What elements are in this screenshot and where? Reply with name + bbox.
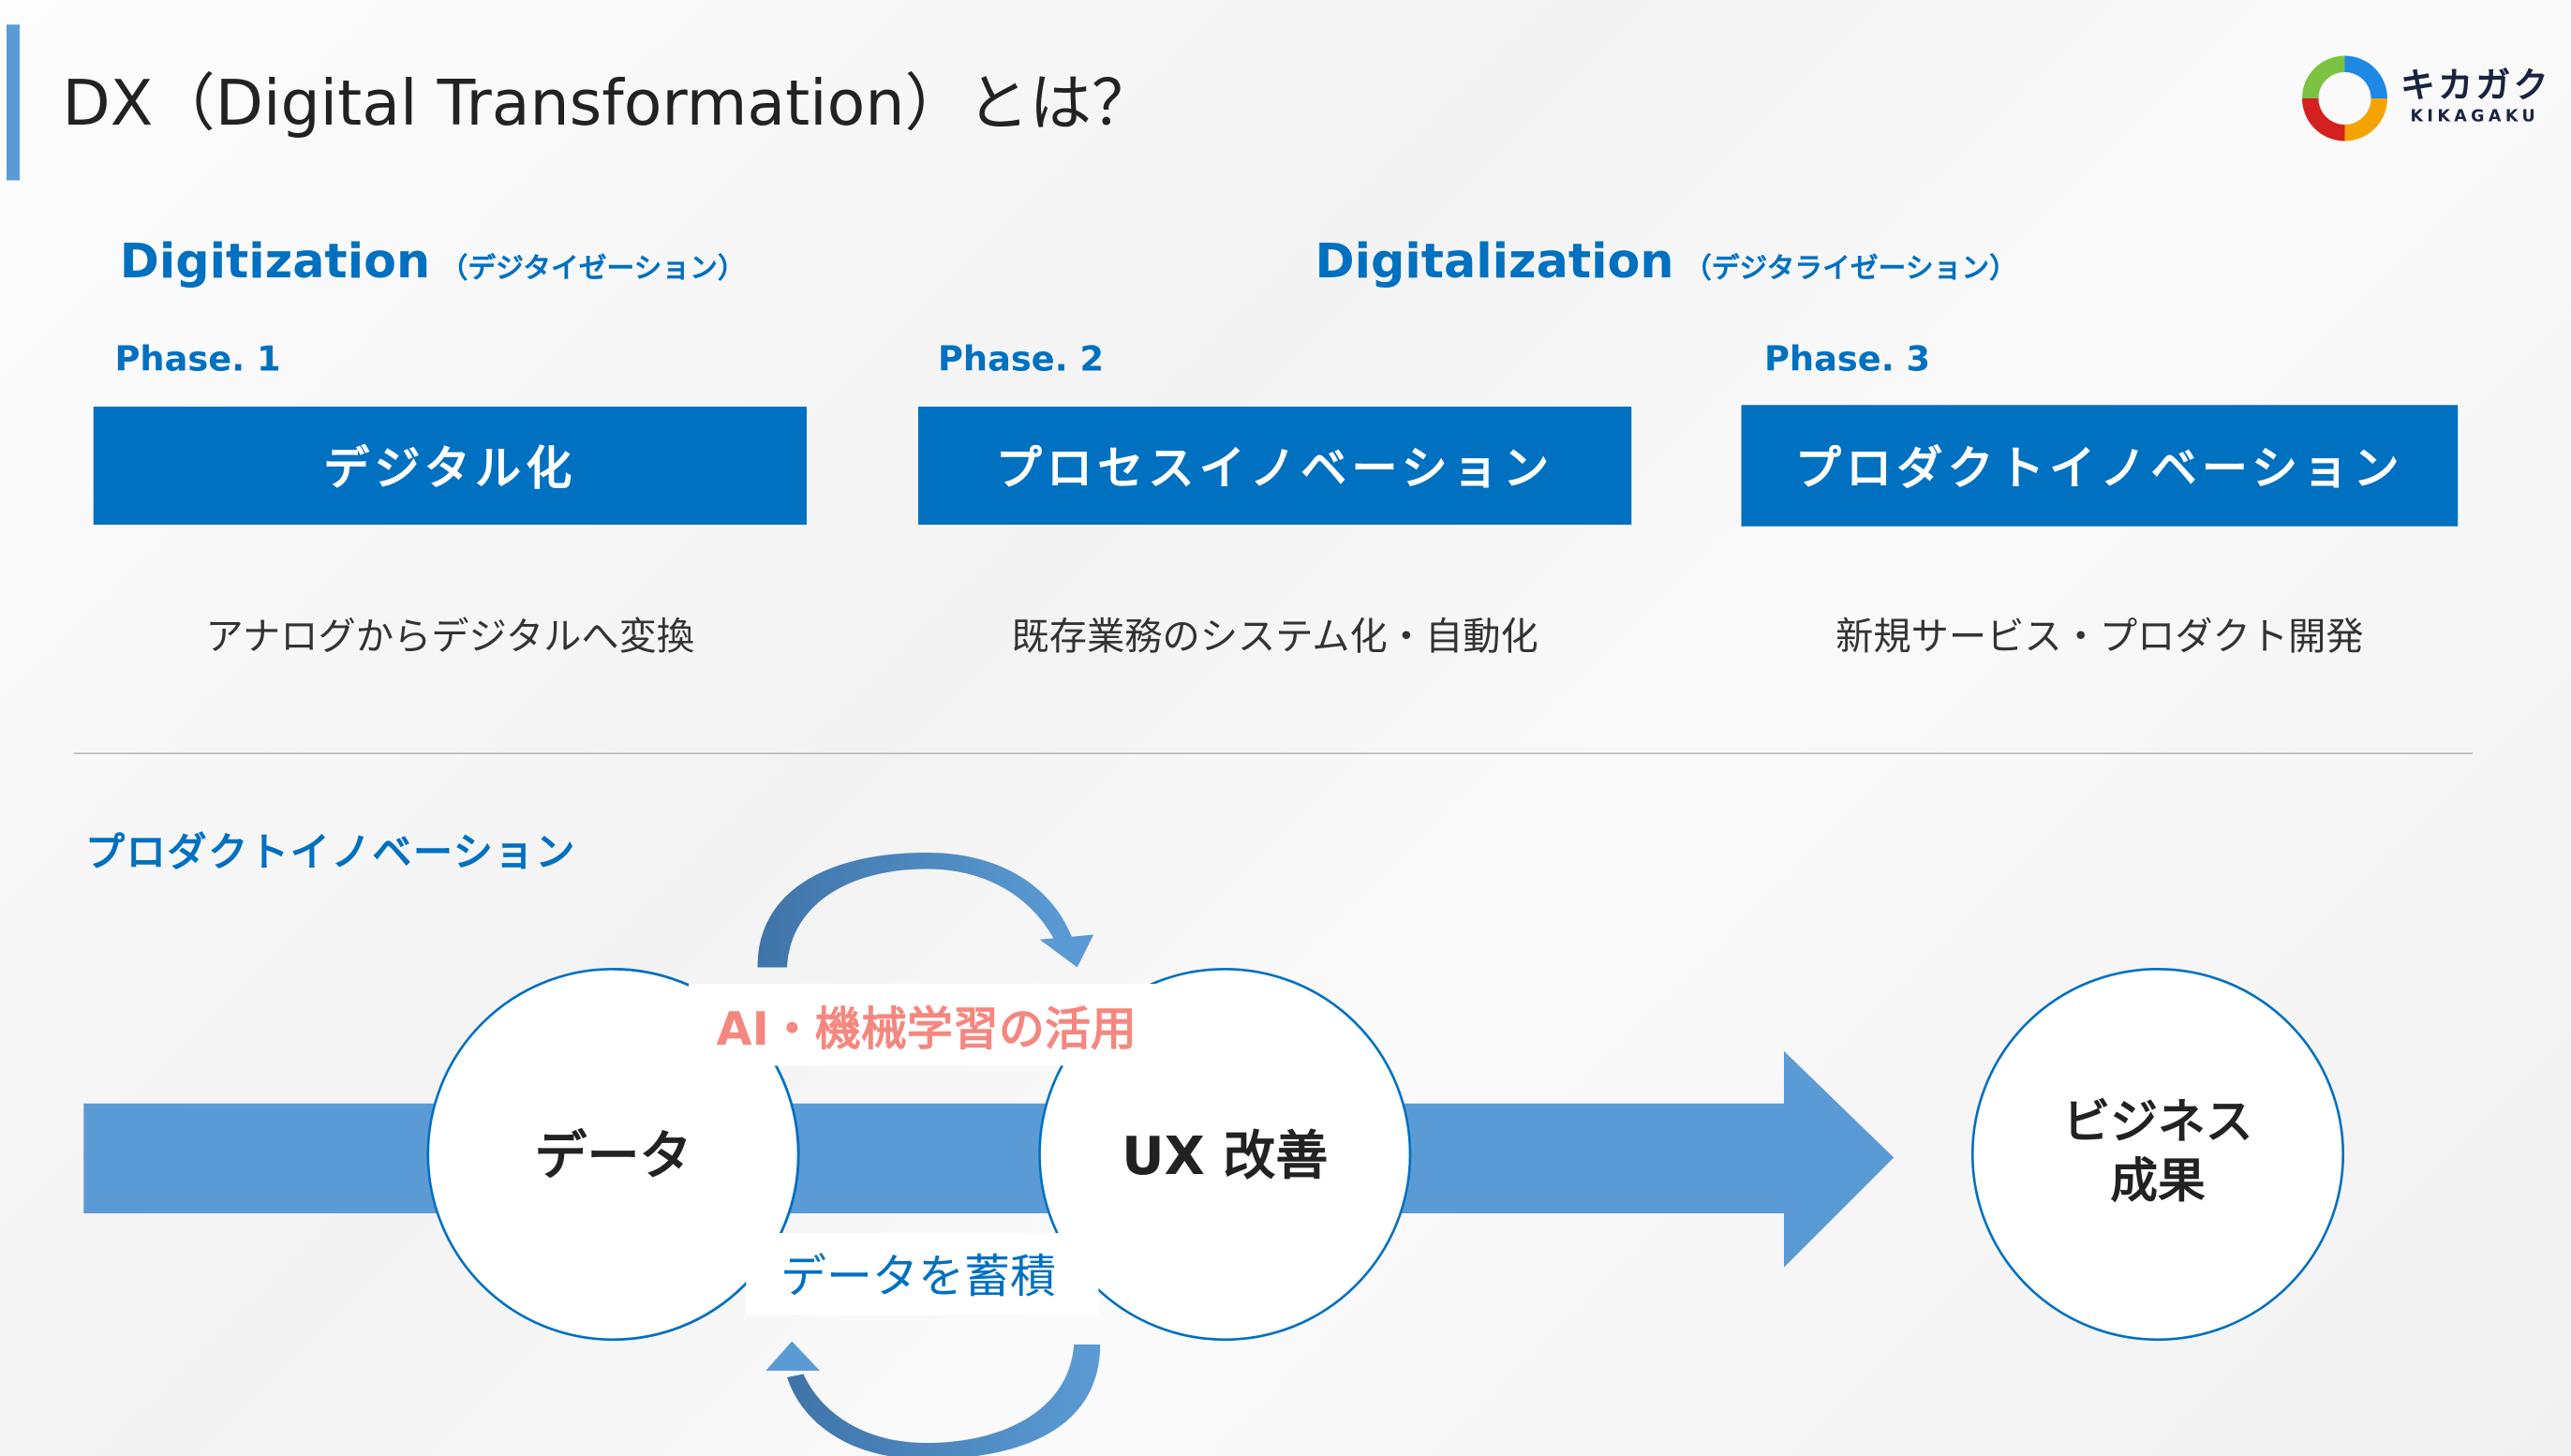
phase-box-1: デジタル化: [93, 407, 807, 525]
circle-business-label-1: ビジネス: [2062, 1094, 2252, 1150]
phase-label-2: Phase. 2: [938, 339, 1105, 379]
circle-ux-label: UX 改善: [1122, 1126, 1328, 1187]
logo-text-jp: キカガク: [2400, 66, 2551, 105]
logo-text-en: KIKAGAKU: [2410, 108, 2540, 126]
phase-box-2: プロセスイノベーション: [918, 407, 1632, 525]
group-label: Digitization: [119, 232, 431, 290]
top-label-bg: [689, 984, 1165, 1066]
phase-description-2: 既存業務のシステム化・自動化: [1011, 617, 1538, 660]
phase-label-1: Phase. 1: [114, 339, 281, 379]
bottom-label-bg: [746, 1233, 1099, 1315]
phase-description-1: アナログからデジタルへ変換: [205, 617, 695, 660]
cycle-arrow-bottom-icon: [765, 1341, 1101, 1456]
group-heading-digitalization: Digitalization （デジタライゼーション）: [1315, 233, 2017, 290]
swirl-logo-icon: [2302, 55, 2387, 141]
circle-business: [1970, 967, 2345, 1342]
circle-data-label: データ: [535, 1126, 692, 1187]
title-accent-bar: [7, 24, 20, 181]
group-heading-digitization: Digitization（デジタイゼーション）: [120, 233, 746, 290]
section-divider: [73, 752, 2473, 754]
phase-box-3: プロダクトイノベーション: [1741, 405, 2459, 527]
phase-label-3: Phase. 3: [1764, 339, 1931, 379]
data-accumulation-label: データを蓄積: [780, 1250, 1056, 1303]
phase-description-3: 新規サービス・プロダクト開発: [1835, 617, 2364, 660]
ai-ml-label: AI・機械学習の活用: [717, 1003, 1137, 1056]
diagram-heading: プロダクトイノベーション: [85, 829, 577, 876]
group-reading: （デジタライゼーション）: [1684, 252, 2017, 286]
group-label: Digitalization: [1315, 232, 1674, 290]
kikagaku-logo: キカガク KIKAGAKU: [2296, 50, 2558, 148]
cycle-arrow-top-icon: [757, 853, 1094, 968]
circle-business-label-2: 成果: [2110, 1153, 2206, 1209]
group-reading: （デジタイゼーション）: [439, 252, 746, 286]
page-title: DX（Digital Transformation）とは？: [62, 67, 1154, 140]
